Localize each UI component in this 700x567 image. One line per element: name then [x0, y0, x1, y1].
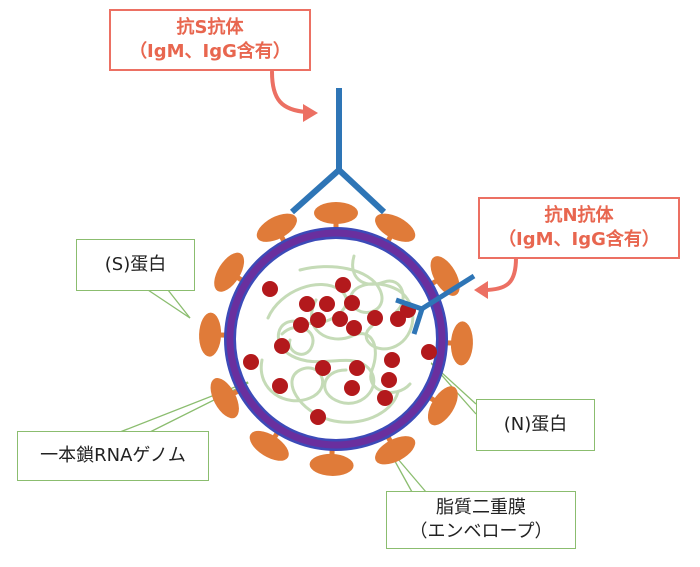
spike-head [214, 252, 245, 292]
n-protein-bead [262, 281, 278, 297]
n-protein-bead [310, 409, 326, 425]
spike-head [314, 202, 358, 224]
spike-head [256, 213, 297, 242]
n-protein-bead [310, 312, 326, 328]
n-protein-label: (N)蛋白 [476, 399, 595, 451]
n-protein-bead [315, 360, 331, 376]
n-protein-bead [335, 277, 351, 293]
anti-n-label-line2: （IgM、IgG含有） [498, 229, 660, 250]
spike-head [210, 378, 239, 419]
n-protein-bead [381, 372, 397, 388]
n-protein-bead [332, 311, 348, 327]
n-protein-bead [346, 320, 362, 336]
s-protein-leader-2 [167, 289, 191, 319]
n-protein-bead [272, 378, 288, 394]
n-protein-bead [344, 380, 360, 396]
rna-genome-label-text: 一本鎖RNAゲノム [40, 444, 186, 466]
anti-s-antibody [290, 88, 387, 215]
spike-head [249, 430, 289, 461]
n-protein-bead [421, 344, 437, 360]
spike-head [199, 312, 222, 357]
envelope-label: 脂質二重膜 （エンベロープ） [386, 491, 576, 549]
spike-head [375, 436, 416, 465]
n-protein-bead [319, 296, 335, 312]
anti-s-arrow [270, 70, 308, 114]
s-protein-label: (S)蛋白 [76, 239, 195, 291]
envelope-label-line2: （エンベロープ） [409, 521, 553, 542]
n-protein-bead [377, 390, 393, 406]
n-protein-beads [243, 277, 437, 425]
anti-n-antibody [395, 273, 476, 335]
envelope-membrane [226, 229, 446, 449]
n-protein-bead [384, 352, 400, 368]
s-protein-spikes [199, 202, 473, 476]
s-protein-leader [147, 289, 191, 319]
n-protein-bead [344, 295, 360, 311]
anti-s-label: 抗S抗体 （IgM、IgG含有） [109, 9, 311, 71]
anti-n-arrow [482, 256, 518, 292]
spike-head [375, 213, 416, 242]
n-protein-bead [367, 310, 383, 326]
arrows [270, 70, 518, 292]
n-protein-bead [274, 338, 290, 354]
spike-head [450, 321, 473, 366]
n-protein-label-text: (N)蛋白 [503, 413, 568, 435]
n-protein-bead [293, 317, 309, 333]
spike-head [427, 386, 458, 426]
spike-head [430, 256, 460, 296]
envelope-label-line1: 脂質二重膜 [436, 496, 526, 518]
s-protein-label-text: (S)蛋白 [104, 253, 167, 275]
anti-n-label-line1: 抗N抗体 [544, 204, 614, 226]
n-protein-bead [243, 354, 259, 370]
anti-s-label-line2: （IgM、IgG含有） [129, 41, 291, 62]
anti-n-label: 抗N抗体 （IgM、IgG含有） [478, 197, 680, 259]
spike-head [309, 453, 354, 476]
anti-s-arrowhead [303, 104, 318, 122]
rna-genome-label: 一本鎖RNAゲノム [17, 431, 209, 481]
anti-s-label-line1: 抗S抗体 [176, 16, 244, 38]
anti-n-arrowhead [474, 281, 488, 299]
n-protein-bead [299, 296, 315, 312]
n-protein-bead [349, 360, 365, 376]
